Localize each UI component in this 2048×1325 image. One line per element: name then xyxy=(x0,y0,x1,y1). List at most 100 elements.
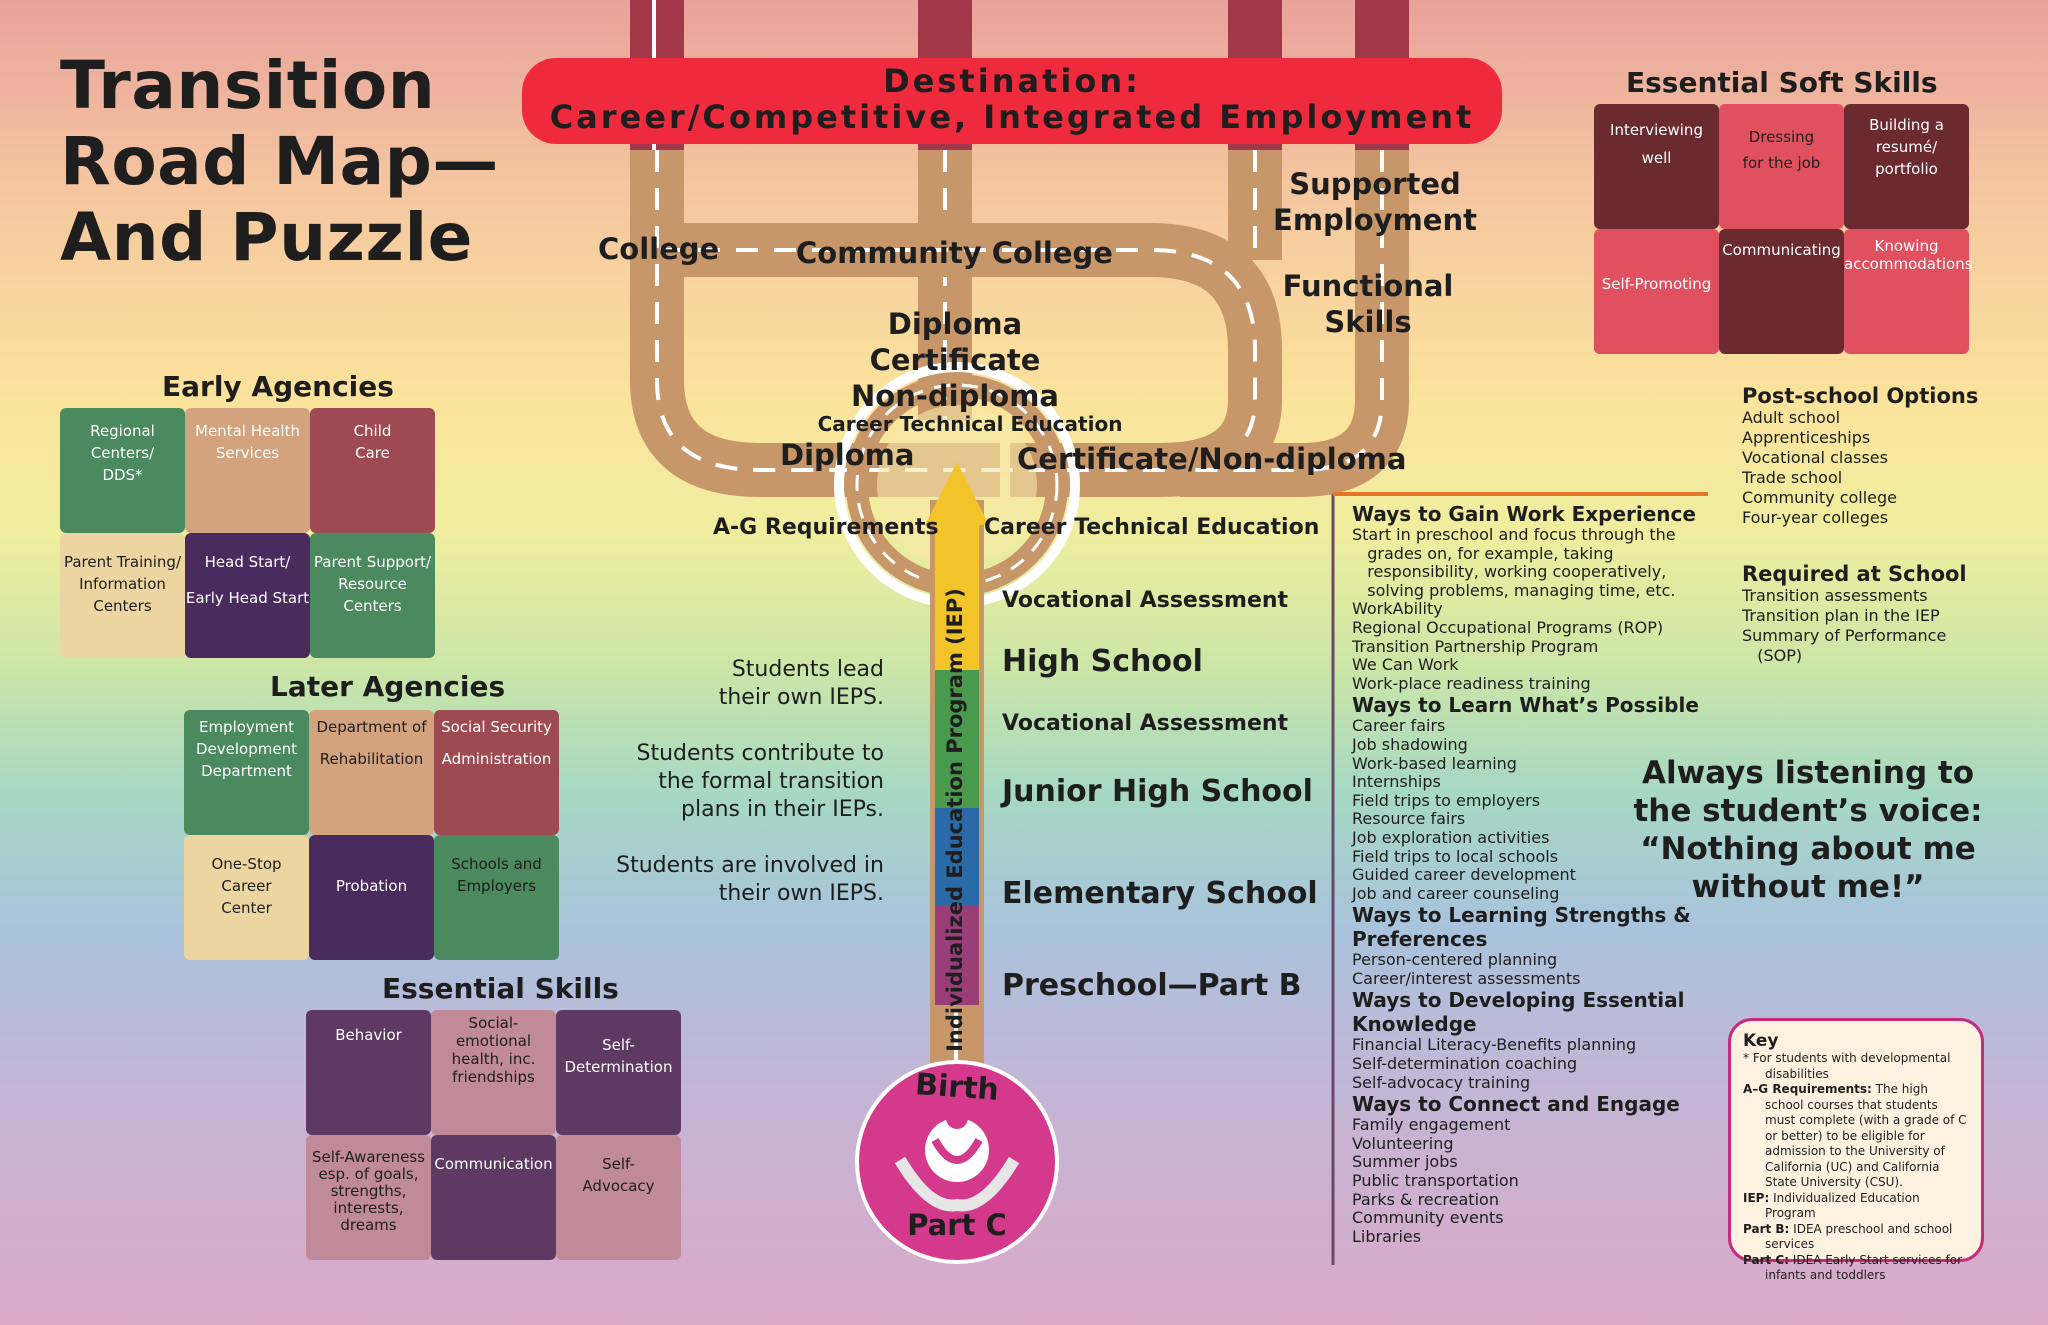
essential-skills-title: Essential Skills xyxy=(382,972,619,1005)
ways-section: Ways to Developing Essential Knowledge F… xyxy=(1352,988,1702,1092)
ways-item: Financial Literacy-Benefits planning xyxy=(1352,1035,1637,1055)
ways-heading: Ways to Connect and Engage xyxy=(1352,1092,1680,1117)
key-item: Part B: IDEA preschool and school servic… xyxy=(1743,1221,1953,1252)
puzzle-piece: Behavior xyxy=(306,1010,431,1135)
stage-vocational-assessment-1: Vocational Assessment xyxy=(1002,588,1289,613)
required-item: Transition assessments xyxy=(1742,586,1928,605)
ways-item: grades on, for example, taking xyxy=(1352,543,1614,563)
ways-heading: Knowledge xyxy=(1352,1012,1477,1037)
ways-heading: Preferences xyxy=(1352,927,1488,952)
puzzle-piece: Self-Advocacy xyxy=(556,1135,681,1260)
early-agencies-title: Early Agencies xyxy=(162,370,394,403)
ways-section: Ways to Learning Strengths & Preferences… xyxy=(1352,903,1702,988)
key-title: Key xyxy=(1743,1031,1779,1051)
ways-heading: Ways to Gain Work Experience xyxy=(1352,502,1696,526)
stage-vocational-assessment-2: Vocational Assessment xyxy=(1002,711,1289,736)
destination-banner: Destination: Career/Competitive, Integra… xyxy=(522,58,1502,144)
puzzle-piece: Self-Promoting xyxy=(1594,229,1719,354)
post-school-item: Vocational classes xyxy=(1742,448,1888,467)
road-loop xyxy=(630,150,1409,497)
key-item: IEP: Individualized Education Program xyxy=(1743,1190,1920,1221)
stage-junior-high: Junior High School xyxy=(1002,774,1313,809)
key-item: A–G Requirements: The high school course… xyxy=(1743,1082,1967,1189)
puzzle-piece: Communicating xyxy=(1719,229,1844,354)
required-item: Transition plan in the IEP xyxy=(1742,606,1940,625)
stage-high-school: High School xyxy=(1002,644,1203,679)
ways-section: Ways to Connect and Engage Family engage… xyxy=(1352,1092,1702,1246)
destination-value: Career/Competitive, Integrated Employmen… xyxy=(549,98,1475,136)
puzzle-piece: Communication xyxy=(431,1135,556,1260)
soft-skills-title: Essential Soft Skills xyxy=(1626,66,1938,99)
ways-item: Public transportation xyxy=(1352,1171,1519,1191)
ways-lists: Ways to Gain Work Experience Start in pr… xyxy=(1352,502,1702,1246)
required-item: (SOP) xyxy=(1742,646,1803,665)
later-agencies-title: Later Agencies xyxy=(270,670,506,703)
ways-item: Resource fairs xyxy=(1352,809,1466,829)
stage-elementary: Elementary School xyxy=(1002,876,1318,911)
key-item: Part C: IDEA Early Start services for in… xyxy=(1743,1252,1963,1283)
ways-item: Self-advocacy training xyxy=(1352,1072,1531,1092)
ways-item: Volunteering xyxy=(1352,1133,1454,1153)
ways-item: We Can Work xyxy=(1352,655,1459,675)
ways-item: Work-place readiness training xyxy=(1352,673,1591,693)
page-title: Transition Road Map— And Puzzle xyxy=(60,47,499,276)
ways-item: Parks & recreation xyxy=(1352,1189,1499,1209)
ways-item: Summer jobs xyxy=(1352,1152,1458,1172)
ways-item: Community events xyxy=(1352,1208,1504,1228)
required-at-school: Required at School Transition assessment… xyxy=(1742,562,2002,666)
ways-item: solving problems, managing time, etc. xyxy=(1352,580,1676,600)
road-college: College xyxy=(598,232,720,266)
post-school-item: Community college xyxy=(1742,488,1898,507)
ways-item: Job exploration activities xyxy=(1352,827,1550,847)
key-box: Key * For students with developmental di… xyxy=(1728,1018,1984,1282)
ways-item: Libraries xyxy=(1352,1226,1422,1246)
destination-label: Destination: xyxy=(883,62,1141,100)
post-school-item: Adult school xyxy=(1742,408,1841,427)
ways-heading: Ways to Learning Strengths & xyxy=(1352,903,1691,928)
ways-item: responsibility, working cooperatively, xyxy=(1352,562,1667,582)
road-community-college: Community College xyxy=(796,236,1113,270)
ways-item: Job shadowing xyxy=(1352,734,1468,754)
ways-item: Career fairs xyxy=(1352,716,1446,736)
ways-item: Career/interest assessments xyxy=(1352,968,1581,988)
required-item: Summary of Performance xyxy=(1742,626,1947,645)
ways-item: Family engagement xyxy=(1352,1115,1511,1135)
ways-item: Field trips to employers xyxy=(1352,790,1541,810)
ways-item: Guided career development xyxy=(1352,865,1576,885)
ways-heading: Ways to Developing Essential xyxy=(1352,988,1685,1013)
ways-item: WorkAbility xyxy=(1352,599,1443,619)
path-cte: Career Technical Education xyxy=(984,515,1320,540)
birth-circle xyxy=(855,1060,1059,1264)
center-cte: Career Technical Education xyxy=(817,412,1123,436)
key-item: * For students with developmental disabi… xyxy=(1743,1051,1951,1081)
road-diploma: Diploma xyxy=(780,438,915,472)
ways-item: Internships xyxy=(1352,772,1441,792)
ways-item: Self-determination coaching xyxy=(1352,1054,1578,1074)
iep-road xyxy=(925,462,989,1090)
ways-heading: Ways to Learn What’s Possible xyxy=(1352,693,1699,718)
road-certificate-nondiploma: Certificate/Non-diploma xyxy=(1017,442,1407,476)
required-heading: Required at School xyxy=(1742,562,1967,586)
